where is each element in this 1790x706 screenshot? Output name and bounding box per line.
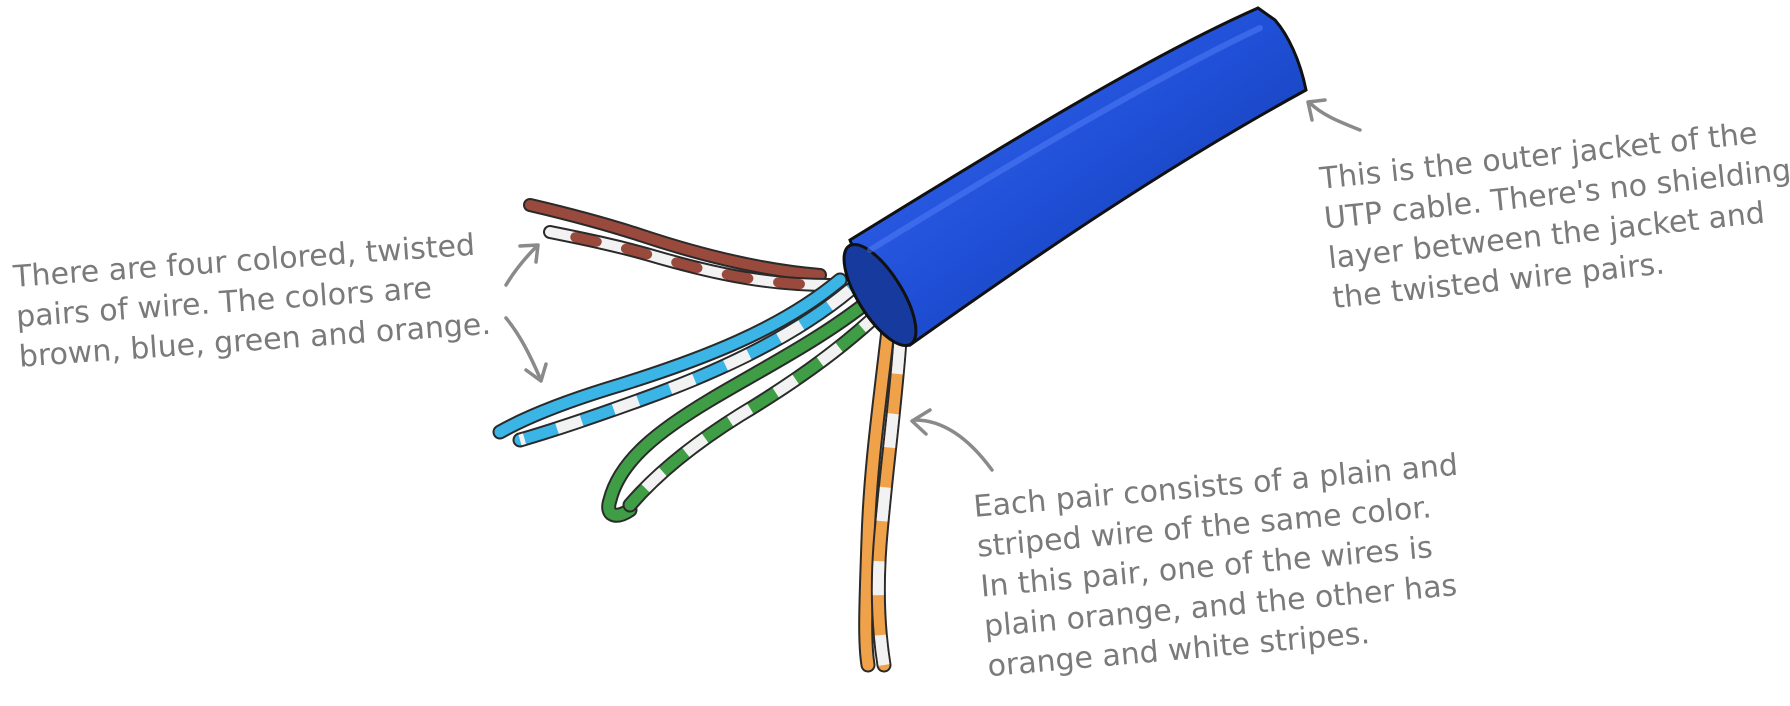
cable-jacket bbox=[842, 6, 1308, 348]
orange-wire-pair bbox=[858, 322, 908, 673]
brown-wire-pair bbox=[523, 198, 837, 292]
annotation-pair-detail: Each pair consists of a plain and stripe… bbox=[972, 446, 1473, 688]
curved-arrow-icon bbox=[1306, 98, 1362, 132]
curved-arrow-icon bbox=[504, 243, 540, 287]
curved-arrow-icon bbox=[910, 408, 994, 472]
curved-arrow-icon bbox=[504, 316, 548, 383]
blue-wire-pair bbox=[492, 272, 858, 448]
green-wire-pair bbox=[601, 292, 888, 523]
